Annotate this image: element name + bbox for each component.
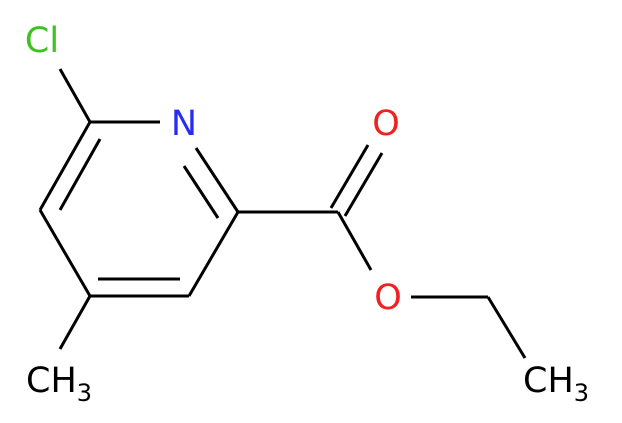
bond-carbonyl-carbon-ester-o (336, 211, 373, 271)
ethyl-methyl-main: CH (523, 361, 574, 401)
ethyl-methyl-subscript: 3 (574, 379, 589, 407)
pyridine-ring-bonds (38, 120, 240, 298)
chlorine-atom-label: Cl (25, 21, 59, 61)
bond-ch2-ch3 (486, 296, 527, 359)
bond-n1-c2-inner (182, 165, 220, 219)
ring-methyl-main: CH (26, 361, 77, 401)
bond-c5-c6-inner (58, 138, 102, 211)
bond-c2-c3 (187, 211, 240, 297)
bond-carbonyl-o-left (329, 144, 370, 209)
bond-c6-cl (58, 68, 92, 123)
bond-c5-c6-outer (38, 121, 92, 211)
bond-carbonyl-o-right (343, 152, 384, 217)
carbonyl-oxygen-atom-label: O (372, 104, 400, 144)
bond-n1-c2-outer (194, 147, 240, 213)
ring-methyl-subscript: 3 (77, 379, 92, 407)
bond-c4-methyl (58, 295, 92, 350)
ester-oxygen-atom-label: O (374, 278, 402, 318)
ring-methyl-label: CH3 (26, 361, 92, 407)
atom-labels: Cl N O O CH3 CH3 (25, 21, 589, 407)
nitrogen-atom-label: N (171, 104, 197, 144)
ethyl-methyl-label: CH3 (523, 361, 589, 407)
bond-c4-c5 (38, 209, 92, 297)
substituent-bonds (58, 68, 527, 359)
